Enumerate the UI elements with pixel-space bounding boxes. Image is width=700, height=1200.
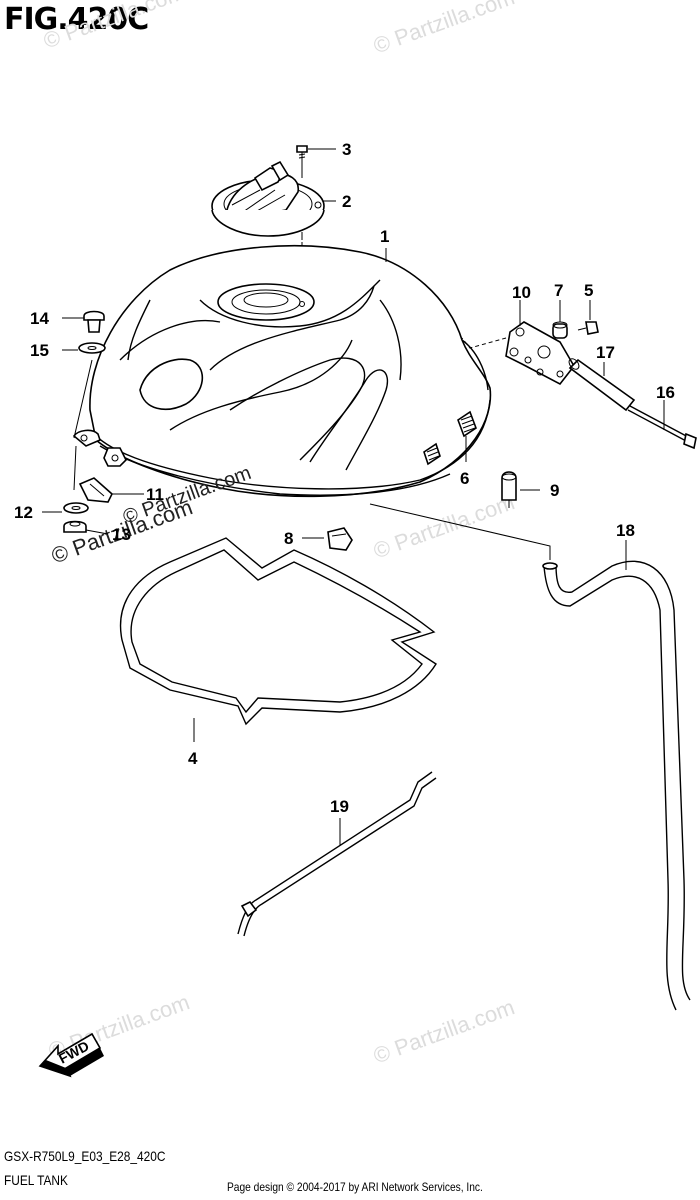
part-15-washer[interactable] xyxy=(78,342,106,354)
callout-7: 7 xyxy=(554,281,563,300)
part-16-long-bolt[interactable] xyxy=(627,405,697,450)
part-12-washer[interactable] xyxy=(63,502,89,514)
callout-10: 10 xyxy=(512,283,531,302)
part-17-spacer[interactable] xyxy=(567,357,636,412)
callout-11: 11 xyxy=(146,485,164,504)
callout-16: 16 xyxy=(656,383,675,402)
part-6-damper[interactable] xyxy=(423,410,477,466)
part-14-bolt[interactable] xyxy=(83,310,105,333)
part-10-bracket[interactable] xyxy=(505,321,575,386)
part-2-fuel-cap[interactable] xyxy=(211,160,325,237)
callout-19: 19 xyxy=(330,797,349,816)
callout-2: 2 xyxy=(342,192,351,211)
part-3-screw[interactable] xyxy=(296,145,308,178)
part-1-fuel-tank[interactable] xyxy=(72,244,492,498)
callout-12: 12 xyxy=(14,503,33,522)
callout-4: 4 xyxy=(188,749,198,768)
figure-subtitle: FUEL TANK xyxy=(4,1172,68,1188)
copyright-notice: Page design © 2004-2017 by ARI Network S… xyxy=(227,1180,483,1194)
fwd-arrow-icon: FWD xyxy=(38,1032,104,1078)
figure-title: FIG.420C xyxy=(4,2,149,37)
callout-13: 13 xyxy=(112,525,131,544)
callout-5: 5 xyxy=(584,281,593,300)
callout-3: 3 xyxy=(342,140,351,159)
part-11-clamp[interactable] xyxy=(78,477,113,503)
callout-14: 14 xyxy=(30,309,49,328)
figure-code: GSX-R750L9_E03_E28_420C xyxy=(4,1148,166,1164)
part-9-damper[interactable] xyxy=(501,471,517,508)
callout-1: 1 xyxy=(380,227,389,246)
callout-8: 8 xyxy=(284,529,293,548)
callout-9: 9 xyxy=(550,481,559,500)
part-18-hose[interactable] xyxy=(542,560,691,1011)
callout-15: 15 xyxy=(30,341,49,360)
part-5-bolt[interactable] xyxy=(577,321,599,335)
part-19-tube[interactable] xyxy=(237,771,437,937)
part-13-grommet[interactable] xyxy=(63,520,87,533)
part-7-collar[interactable] xyxy=(552,321,568,339)
callout-18: 18 xyxy=(616,521,635,540)
callout-17: 17 xyxy=(596,343,615,362)
callout-6: 6 xyxy=(460,469,469,488)
part-8-clip[interactable] xyxy=(327,527,353,551)
part-4-cushion[interactable] xyxy=(119,537,437,726)
